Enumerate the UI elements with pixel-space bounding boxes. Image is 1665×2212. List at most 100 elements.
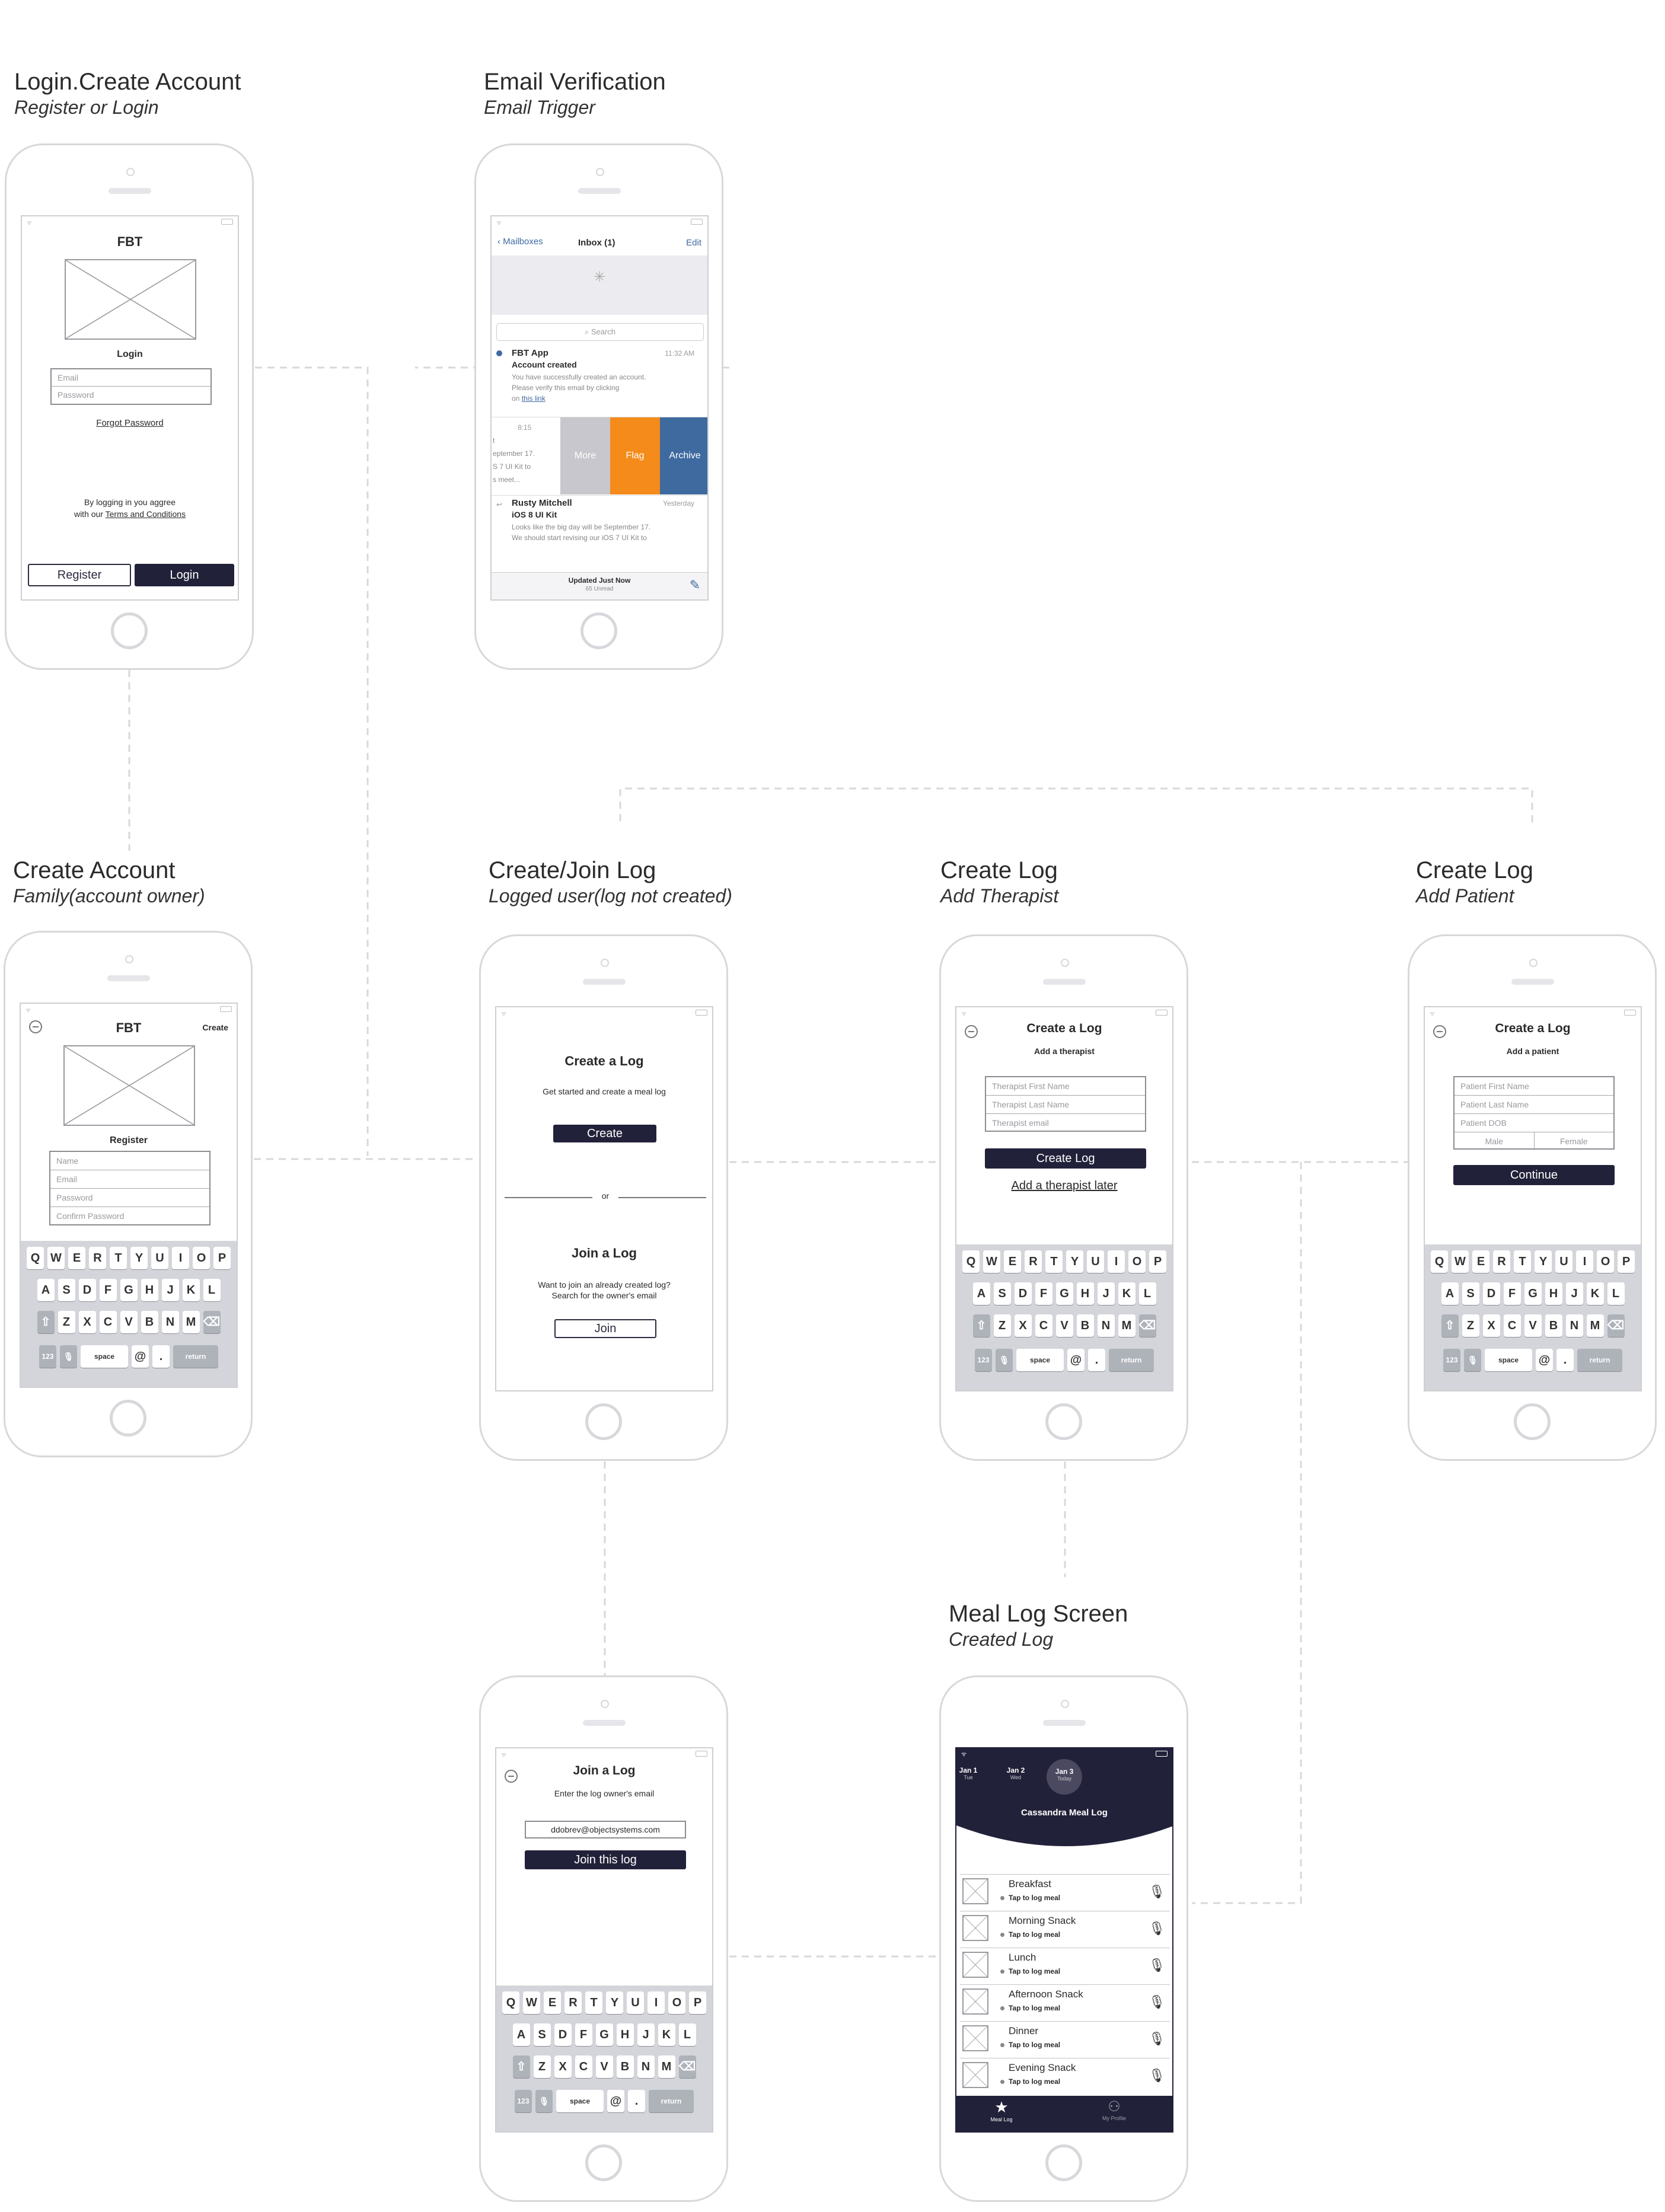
keyboard-key[interactable]: H <box>616 2023 634 2046</box>
keyboard-key[interactable]: Y <box>130 1247 148 1269</box>
keyboard-key[interactable]: X <box>554 2055 572 2078</box>
keyboard-key[interactable]: R <box>1493 1250 1510 1273</box>
keyboard-key[interactable]: J <box>1565 1282 1583 1305</box>
mailboxes-back-button[interactable]: ‹ Mailboxes <box>497 237 543 247</box>
space-key[interactable]: space <box>1016 1349 1064 1371</box>
shift-key-icon[interactable]: ⇧ <box>972 1314 990 1337</box>
keyboard-key[interactable]: S <box>993 1282 1011 1305</box>
therapist-last-name-field[interactable]: Therapist Last Name <box>986 1096 1145 1114</box>
create-button[interactable]: Create <box>202 1023 228 1032</box>
email-field[interactable]: Email <box>50 1170 209 1189</box>
keyboard-key[interactable]: A <box>37 1279 55 1301</box>
keyboard-key[interactable]: W <box>1452 1250 1469 1273</box>
search-input[interactable]: ⌕ Search <box>496 323 704 341</box>
keyboard-key[interactable]: H <box>1076 1282 1094 1305</box>
keyboard-key[interactable]: G <box>595 2023 613 2046</box>
create-button[interactable]: Create <box>553 1125 656 1142</box>
at-key[interactable]: @ <box>1536 1349 1553 1371</box>
keyboard-key[interactable]: C <box>99 1311 117 1333</box>
at-key[interactable]: @ <box>607 2090 624 2112</box>
keyboard-key[interactable]: O <box>668 1991 685 2014</box>
keyboard-key[interactable]: U <box>1087 1250 1104 1273</box>
forgot-password-link[interactable]: Forgot Password <box>96 418 164 428</box>
keyboard-key[interactable]: C <box>1035 1314 1052 1337</box>
shift-key-icon[interactable]: ⇧ <box>1441 1314 1459 1337</box>
keyboard-key[interactable]: S <box>1462 1282 1479 1305</box>
keyboard-key[interactable]: C <box>1503 1314 1521 1337</box>
keyboard-key[interactable]: N <box>637 2055 655 2078</box>
keyboard-key[interactable]: T <box>585 1991 602 2014</box>
keyboard-key[interactable]: V <box>1524 1314 1542 1337</box>
keyboard-key[interactable]: Y <box>1066 1250 1083 1273</box>
keyboard-key[interactable]: N <box>1565 1314 1583 1337</box>
owner-email-input[interactable]: ddobrev@objectsystems.com <box>525 1821 686 1838</box>
male-option[interactable]: Male <box>1455 1132 1535 1150</box>
keyboard-key[interactable]: O <box>1128 1250 1146 1273</box>
microphone-icon[interactable]: 🎙 <box>1149 1921 1165 1936</box>
password-field[interactable]: Password <box>50 1189 209 1207</box>
keyboard-key[interactable]: U <box>1555 1250 1572 1273</box>
keyboard-key[interactable]: Q <box>962 1250 980 1273</box>
keyboard-key[interactable]: R <box>564 1991 582 2014</box>
keyboard-key[interactable]: K <box>1118 1282 1135 1305</box>
keyboard-key[interactable]: Y <box>606 1991 623 2014</box>
microphone-icon[interactable]: 🎙 <box>1149 2068 1165 2083</box>
numbers-key[interactable]: 123 <box>39 1345 56 1368</box>
keyboard-key[interactable]: P <box>1149 1250 1166 1273</box>
keyboard-key[interactable]: L <box>1607 1282 1625 1305</box>
keyboard-key[interactable]: X <box>1014 1314 1032 1337</box>
keyboard-key[interactable]: B <box>1076 1314 1094 1337</box>
microphone-key-icon[interactable]: 🎙 <box>60 1345 77 1368</box>
female-option[interactable]: Female <box>1559 1137 1588 1146</box>
keyboard-key[interactable]: N <box>1097 1314 1115 1337</box>
patient-dob-field[interactable]: Patient DOB <box>1455 1114 1613 1132</box>
cancel-icon[interactable] <box>505 1770 518 1783</box>
cancel-icon[interactable] <box>965 1025 978 1038</box>
dot-key[interactable]: . <box>1088 1349 1105 1371</box>
keyboard-key[interactable]: L <box>678 2023 696 2046</box>
keyboard-key[interactable]: G <box>1524 1282 1542 1305</box>
email-item-fbt[interactable]: FBT App 11:32 AM Account created You hav… <box>492 346 707 416</box>
keyboard-key[interactable]: J <box>637 2023 655 2046</box>
dot-key[interactable]: . <box>152 1345 170 1368</box>
compose-icon[interactable]: ✎ <box>689 577 700 592</box>
space-key[interactable]: space <box>556 2090 604 2112</box>
keyboard-key[interactable]: T <box>110 1247 127 1269</box>
tab-meal-log[interactable]: ★Meal Log <box>978 2098 1025 2122</box>
dot-key[interactable]: . <box>1556 1349 1574 1371</box>
keyboard-key[interactable]: S <box>58 1279 75 1301</box>
keyboard-key[interactable]: Q <box>27 1247 44 1269</box>
keyboard-key[interactable]: S <box>533 2023 551 2046</box>
keyboard-key[interactable]: M <box>1118 1314 1135 1337</box>
microphone-key-icon[interactable]: 🎙 <box>1464 1349 1481 1371</box>
cancel-icon[interactable] <box>29 1020 42 1033</box>
return-key[interactable]: return <box>173 1345 218 1368</box>
keyboard-key[interactable]: D <box>1482 1282 1500 1305</box>
keyboard-key[interactable]: W <box>523 1991 540 2014</box>
microphone-key-icon[interactable]: 🎙 <box>535 2090 553 2112</box>
keyboard-key[interactable]: F <box>575 2023 592 2046</box>
terms-link[interactable]: Terms and Conditions <box>105 509 186 519</box>
keyboard-key[interactable]: T <box>1514 1250 1531 1273</box>
keyboard-key[interactable]: E <box>68 1247 85 1269</box>
numbers-key[interactable]: 123 <box>515 2090 532 2112</box>
shift-key-icon[interactable]: ⇧ <box>512 2055 530 2078</box>
keyboard-key[interactable]: J <box>161 1279 179 1301</box>
keyboard-key[interactable]: I <box>1576 1250 1593 1273</box>
keyboard-key[interactable]: B <box>1545 1314 1562 1337</box>
keyboard-key[interactable]: R <box>1025 1250 1042 1273</box>
keyboard-key[interactable]: C <box>575 2055 592 2078</box>
join-this-log-button[interactable]: Join this log <box>525 1850 686 1869</box>
keyboard-key[interactable]: I <box>1108 1250 1125 1273</box>
keyboard-key[interactable]: F <box>99 1279 117 1301</box>
add-therapist-later-link[interactable]: Add a therapist later <box>1011 1179 1118 1192</box>
keyboard-key[interactable]: M <box>1586 1314 1604 1337</box>
keyboard-key[interactable]: W <box>47 1247 65 1269</box>
at-key[interactable]: @ <box>132 1345 149 1368</box>
keyboard-key[interactable]: F <box>1503 1282 1521 1305</box>
keyboard-key[interactable]: V <box>595 2055 613 2078</box>
